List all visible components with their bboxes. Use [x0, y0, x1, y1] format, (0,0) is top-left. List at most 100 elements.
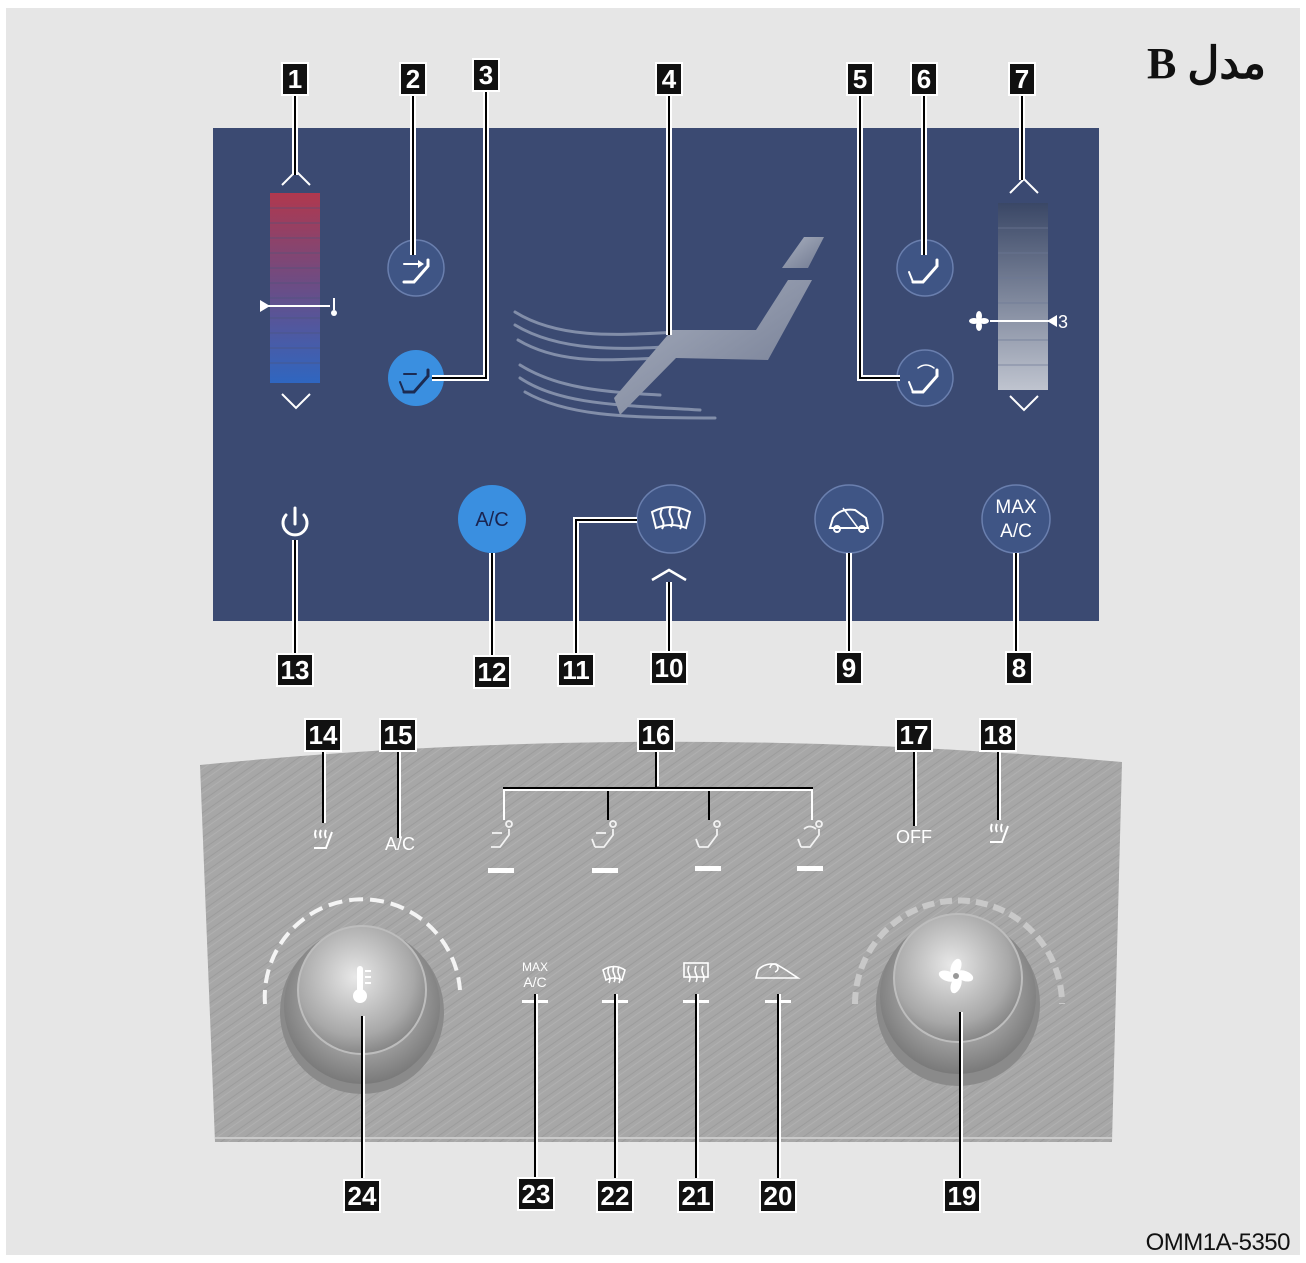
callout-label: 18 [984, 720, 1013, 750]
callout-label: 15 [384, 720, 413, 750]
callout-label: 24 [348, 1181, 377, 1211]
fan-speed-bar[interactable] [998, 203, 1048, 390]
temperature-knob[interactable] [262, 897, 462, 1094]
callout-label: 19 [948, 1181, 977, 1211]
callout-label: 16 [642, 720, 671, 750]
power-icon [281, 513, 309, 537]
recirculation-icon [754, 963, 801, 979]
thermometer-icon [353, 966, 371, 1003]
panel-max-ac-button[interactable]: MAX A/C [522, 960, 548, 1003]
callout-label: 12 [478, 657, 507, 687]
panel-off-button[interactable]: OFF [896, 827, 932, 847]
callout-22: 22 [596, 1179, 634, 1213]
callout-label: 4 [662, 64, 677, 94]
callout-15: 15 [379, 718, 417, 752]
mode-indicator-bars [488, 866, 823, 873]
vent-floor-defrost-button[interactable] [896, 349, 954, 407]
defrost-icon [650, 506, 692, 530]
power-button[interactable] [281, 506, 309, 537]
callout-5: 5 [846, 62, 874, 96]
callout-label: 23 [522, 1179, 551, 1209]
callout-2: 2 [399, 62, 427, 96]
callout-9: 9 [835, 651, 863, 685]
rear-defrost-icon [683, 962, 709, 983]
seat-heat-icon[interactable] [314, 829, 333, 849]
fan-level-pointer: 3 [969, 311, 1068, 332]
callout-label: 14 [309, 720, 338, 750]
ac-button[interactable]: A/C [458, 485, 526, 553]
panel-max-line2: A/C [523, 974, 546, 990]
callout-label: 10 [655, 653, 684, 683]
vent-face-floor-icon [399, 368, 430, 394]
callout-label: 17 [900, 720, 929, 750]
figure-title: مدل B [1147, 39, 1266, 88]
temperature-pointer [260, 298, 337, 316]
callout-label: 8 [1012, 653, 1026, 683]
callout-label: 13 [281, 655, 310, 685]
recirculation-icon [828, 507, 870, 533]
callout-label: 3 [479, 60, 493, 90]
callout-label: 9 [842, 653, 856, 683]
recirculation-button[interactable] [814, 484, 884, 554]
callout-10: 10 [650, 651, 688, 685]
callout-18: 18 [979, 718, 1017, 752]
callout-13: 13 [276, 653, 314, 687]
chevron-up-icon[interactable] [651, 568, 687, 582]
seat-heat-icon[interactable] [990, 823, 1009, 843]
panel-ac-button[interactable]: A/C [385, 834, 415, 854]
callout-3: 3 [472, 58, 500, 92]
callout-label: 1 [288, 64, 302, 94]
vent-floor-icon[interactable] [695, 820, 721, 848]
vent-face-floor-button[interactable] [388, 350, 444, 406]
leader-lines-dark [294, 92, 1023, 1178]
callout-20: 20 [759, 1179, 797, 1213]
callout-8: 8 [1005, 651, 1033, 685]
callout-11: 11 [557, 653, 595, 687]
callout-19: 19 [943, 1179, 981, 1213]
vent-face-icon [402, 258, 430, 284]
fan-knob[interactable] [852, 897, 1065, 1087]
callout-label: 21 [682, 1181, 711, 1211]
fan-icon [938, 958, 974, 994]
callout-21: 21 [677, 1179, 715, 1213]
ac-button-label: A/C [475, 509, 508, 531]
defrost-icon [602, 965, 626, 984]
max-ac-line2: A/C [1000, 521, 1032, 542]
defrost-button[interactable] [636, 484, 706, 554]
max-ac-button[interactable]: MAX A/C [981, 484, 1051, 554]
callout-label: 7 [1015, 64, 1029, 94]
callout-12: 12 [473, 655, 511, 689]
max-ac-line1: MAX [995, 497, 1037, 518]
callout-7: 7 [1008, 62, 1036, 96]
panel-max-line1: MAX [522, 960, 548, 974]
callout-23: 23 [517, 1177, 555, 1211]
callout-16: 16 [637, 718, 675, 752]
callout-label: 22 [601, 1181, 630, 1211]
seat-airflow-graphic [513, 237, 824, 420]
vent-face-floor-icon[interactable] [591, 820, 617, 848]
vent-face-icon[interactable] [491, 820, 513, 848]
callout-label: 11 [562, 655, 590, 685]
chevron-down-icon[interactable] [1009, 395, 1039, 412]
callout-label: 2 [406, 64, 420, 94]
chevron-down-icon[interactable] [281, 393, 311, 410]
callout-6: 6 [910, 62, 938, 96]
leader-lines-panel-halo [324, 750, 1001, 1178]
vent-floor-button[interactable] [896, 239, 954, 297]
callout-label: 20 [764, 1181, 793, 1211]
callout-17: 17 [895, 718, 933, 752]
vent-floor-defrost-icon[interactable] [797, 820, 823, 848]
callout-label: 6 [917, 64, 931, 94]
panel-mode-buttons [491, 820, 823, 848]
vent-floor-icon [908, 258, 939, 284]
callout-14: 14 [304, 718, 342, 752]
callout-label: 5 [853, 64, 867, 94]
callout-1: 1 [281, 62, 309, 96]
vent-floor-defrost-icon [908, 364, 939, 394]
temperature-bar[interactable] [270, 193, 320, 383]
figure-code: OMM1A-5350 [1145, 1229, 1291, 1256]
fan-icon [969, 311, 989, 331]
callout-4: 4 [655, 62, 683, 96]
